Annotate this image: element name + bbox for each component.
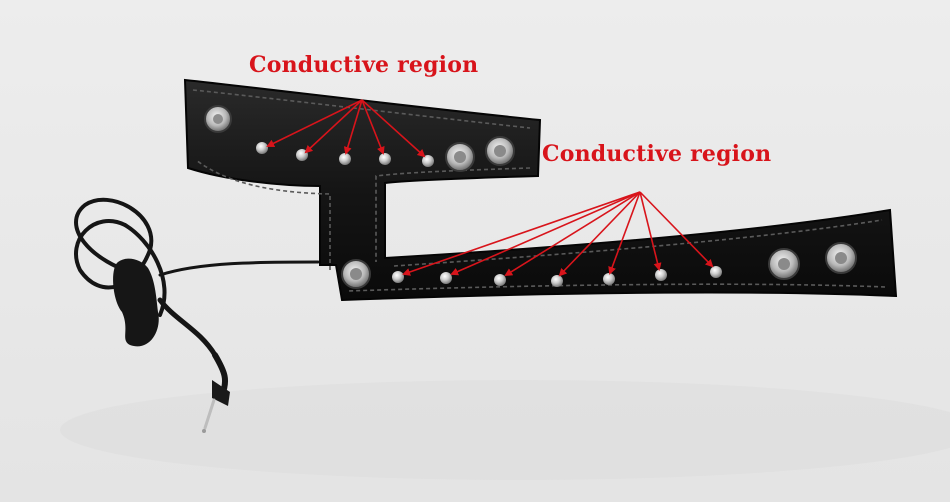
arrows-right (402, 191, 714, 277)
lower-snaps (341, 242, 857, 289)
callout-conductive-region-top: Conductive region (249, 52, 479, 78)
plug-body (113, 258, 159, 347)
arrows-top (266, 99, 426, 158)
jack-pin (203, 398, 216, 430)
callout-conductive-region-right: Conductive region (542, 141, 772, 167)
leather-strap (183, 78, 898, 302)
audio-jack (212, 380, 230, 406)
lower-studs (392, 266, 722, 287)
jack-tip (202, 429, 206, 433)
floor-shadow (60, 380, 950, 480)
upper-snaps (204, 105, 515, 172)
upper-studs (256, 142, 434, 167)
cable (74, 197, 320, 398)
